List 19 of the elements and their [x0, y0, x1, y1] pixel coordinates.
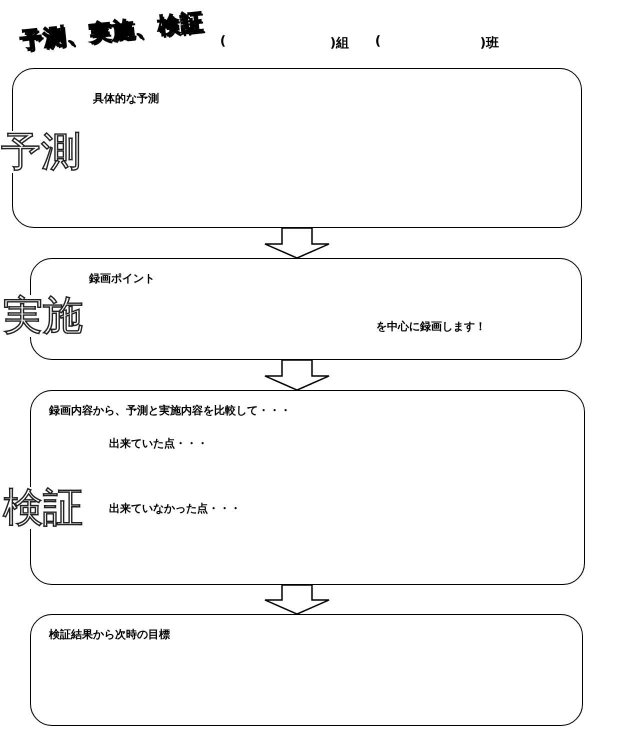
block-arrow — [264, 584, 330, 615]
text-label: ( — [375, 34, 381, 49]
stage-label: 予測 — [1, 131, 81, 173]
text-label: 録画ポイント — [89, 271, 155, 286]
stage-label: 実施 — [3, 295, 83, 337]
title: 予測、実施、検証 — [18, 8, 205, 56]
text-label: 出来ていなかった点・・・ — [109, 501, 241, 516]
block-arrow — [264, 359, 330, 391]
text-label: ( — [220, 34, 226, 49]
text-label: 具体的な予測 — [93, 91, 159, 106]
block-arrow — [264, 227, 330, 259]
text-label: を中心に録画します！ — [376, 319, 486, 334]
rounded-box — [30, 614, 583, 726]
text-label: )組 — [330, 35, 349, 52]
stage-label: 検証 — [3, 487, 83, 529]
text-label: 検証結果から次時の目標 — [49, 627, 170, 642]
text-label: )班 — [480, 35, 499, 52]
text-label: 出来ていた点・・・ — [109, 436, 208, 451]
text-label: 録画内容から、予測と実施内容を比較して・・・ — [49, 403, 291, 418]
